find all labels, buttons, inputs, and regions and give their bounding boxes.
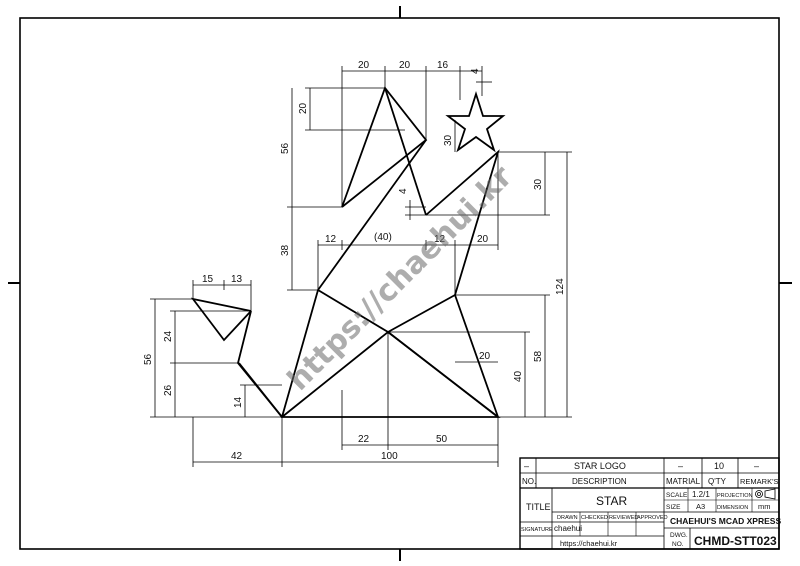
dim-wing-15: 15 [202,274,214,285]
projection-symbol-icon [755,488,776,500]
tb-row1-qty: 10 [714,461,724,471]
tb-size-label: SIZE [666,504,681,511]
dim-right-20: 20 [479,351,491,362]
title-block-text: – STAR LOGO – 10 – NO. DESCRIPTION MATRI… [521,461,781,548]
tb-signature-label: SIGNATURE [521,527,553,533]
dim-mid-20: 20 [477,234,489,245]
left-shape [341,86,428,208]
tb-row1-material: – [678,461,683,471]
dim-star-30: 30 [443,134,454,146]
dim-right-58: 58 [533,350,544,362]
tb-title-label: TITLE [526,502,551,512]
tb-row2-no: NO. [522,477,536,486]
right-body [425,149,500,418]
dim-left-38: 38 [280,244,291,256]
dim-right-30: 30 [533,178,544,190]
tb-dwg-no-value: CHMD-STT023 [694,534,777,548]
star-logo-geometry [190,86,506,418]
tb-row1-remarks: – [754,461,759,471]
small-star [445,91,506,153]
tb-row2-material: MATRIAL [666,477,701,486]
tb-row2-description: DESCRIPTION [572,477,627,486]
tb-signature-value: chaehui [554,524,582,533]
tb-company: CHAEHUI'S MCAD XPRESS [670,516,781,526]
tb-title-value: STAR [596,494,627,508]
dim-mid-4: 4 [398,188,409,194]
dim-top-20b: 20 [399,60,411,71]
tb-row2-remarks: REMARK'S [740,477,779,486]
dim-right-40: 40 [513,370,524,382]
dimension-lines [150,66,572,467]
tb-row2-qty: Q'TY [708,477,727,486]
dim-bot-42: 42 [231,451,243,462]
tb-reviewed: REVIEWED [609,515,638,521]
dim-wing-13: 13 [231,274,243,285]
tb-approved: APPROVED [637,515,668,521]
dim-mid-40: (40) [374,232,392,243]
centering-marks [8,6,792,561]
diagonal-body [280,139,501,418]
dim-top-16: 16 [437,60,449,71]
tb-drawn: DRAWN [557,515,578,521]
tb-dwg-label-2: NO. [672,541,684,548]
dim-left-20: 20 [298,102,309,114]
dim-top-4: 4 [470,68,481,74]
dimension-labels: 20 20 16 4 20 56 38 30 4 12 (40) 12 20 3… [143,60,566,462]
dim-bot-22: 22 [358,434,370,445]
dim-right-124: 124 [555,278,566,295]
tb-scale-value: 1.2/1 [692,490,710,499]
dim-bot-50: 50 [436,434,448,445]
tb-dimension-label: DIMENSION [717,505,748,511]
dim-mid-12a: 12 [325,234,337,245]
tb-projection-label: PROJECTION [717,493,752,499]
dim-left-56: 56 [280,142,291,154]
tb-dwg-label-1: DWG. [670,532,688,539]
tb-dimension-value: mm [758,502,771,511]
dim-wing-14: 14 [233,396,244,408]
tb-row1-description: STAR LOGO [574,461,626,471]
dim-wing-24: 24 [163,330,174,342]
title-block [519,457,780,550]
tb-size-value: A3 [696,502,705,511]
tb-scale-label: SCALE [666,492,688,499]
dim-mid-12b: 12 [434,234,446,245]
tb-row1-dash: – [524,461,529,471]
tb-website: https://chaehui.kr [560,539,618,548]
dim-wing-56: 56 [143,353,154,365]
dim-bot-100: 100 [381,451,398,462]
tb-checked: CHECKED [581,515,608,521]
dim-wing-26: 26 [163,384,174,396]
dim-top-20a: 20 [358,60,370,71]
